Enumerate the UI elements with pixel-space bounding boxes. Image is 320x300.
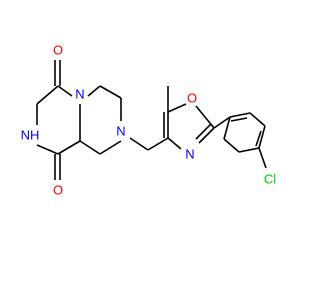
molecule-structure: O N NH O N O N Cl [21,43,277,198]
atom-labels: O N NH O N O N Cl [21,43,277,198]
bond [99,140,122,155]
oxazole-oxygen: O [187,91,197,106]
bond [99,85,122,99]
bond [249,112,266,127]
bond [36,144,59,155]
bond [167,103,187,113]
chlorine-atom: Cl [264,172,276,187]
oxygen-atom: O [53,43,63,58]
bond [147,137,169,151]
bond [36,85,59,105]
bond [223,116,231,140]
bonds [36,60,267,180]
oxazole-nitrogen: N [185,147,194,162]
nitrogen-atom: N [116,124,125,139]
bond [87,85,101,97]
nitrogen-atom: N [75,87,84,102]
bond [238,147,260,153]
bond [255,130,262,147]
bond [57,85,73,97]
bond [213,116,231,129]
nh-group: NH [21,128,40,143]
bond [258,147,267,169]
bond [229,112,251,118]
bond [167,137,182,150]
bond [258,125,266,149]
bond [129,137,149,151]
bond [198,127,215,144]
bond [195,123,212,140]
bond [79,140,101,155]
bond [57,140,81,155]
oxygen-atom: O [53,183,63,198]
bond [223,138,240,153]
bond [230,117,248,122]
